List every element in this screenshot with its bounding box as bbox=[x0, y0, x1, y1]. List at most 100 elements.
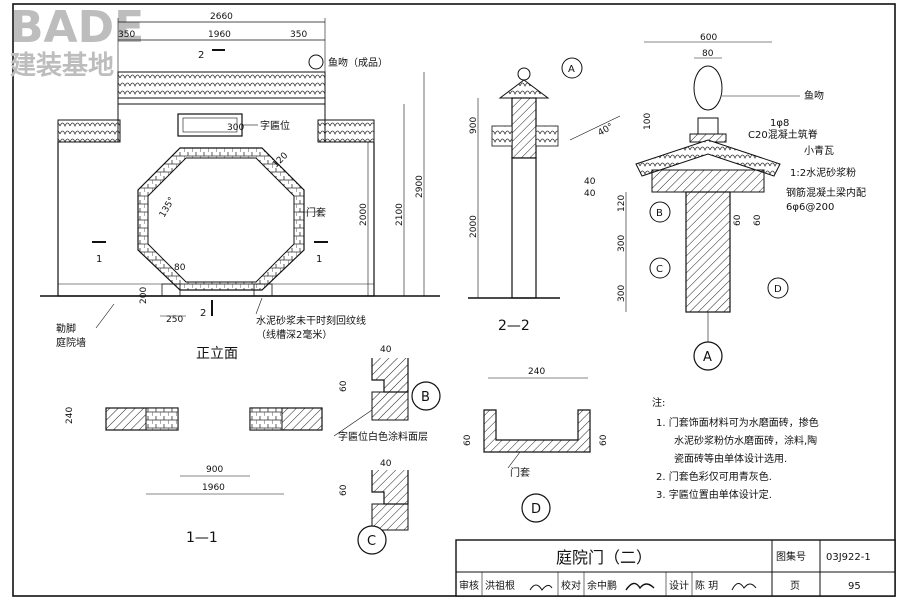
atlas-label: 图集号 bbox=[776, 550, 806, 563]
callout-b bbox=[649, 201, 671, 223]
elevation-title: 正立面 bbox=[196, 346, 238, 362]
ridge-beam-a bbox=[651, 169, 765, 193]
gate-roof bbox=[117, 71, 326, 99]
section-mark-2-top: 2 bbox=[198, 50, 204, 61]
name-designer: 陈 玥 bbox=[695, 579, 718, 592]
dim-40-b: 40 bbox=[380, 345, 392, 355]
dim-1960-top: 1960 bbox=[208, 30, 231, 40]
dim-200: 200 bbox=[139, 287, 149, 304]
logo-subtitle: 建装基地 bbox=[10, 51, 114, 81]
label-ridge: C20混凝土筑脊 bbox=[748, 128, 818, 141]
dim-60-a1: 60 bbox=[733, 214, 743, 226]
dim-60-c: 60 bbox=[339, 484, 349, 496]
dim-2900: 2900 bbox=[415, 175, 425, 198]
label-beam-1: 钢筋混凝土梁内配 bbox=[786, 186, 866, 199]
fish-kiss-detail bbox=[693, 65, 723, 111]
dim-2660: 2660 bbox=[210, 12, 233, 22]
logo-brand: BADE bbox=[10, 2, 144, 53]
note-line-5: 3. 字匾位置由单体设计定. bbox=[656, 488, 772, 501]
callout-a-ref-text: A bbox=[568, 64, 575, 75]
detail-a: 600 80 鱼吻 1φ8 C20混凝土筑脊 100 小青瓦 1:2水泥砂浆粉 … bbox=[569, 33, 866, 371]
dim-slope: 40° bbox=[597, 122, 616, 139]
section-1-1-title: 1—1 bbox=[186, 530, 218, 546]
atlas-number: 03J922-1 bbox=[826, 552, 871, 563]
gate-post-a bbox=[685, 191, 731, 313]
name-checker: 余中鹏 bbox=[587, 579, 617, 592]
detail-a-title: A bbox=[703, 350, 712, 365]
detail-d: 240 60 60 门套 D bbox=[463, 367, 609, 523]
callout-b-text: B bbox=[656, 208, 663, 219]
label-tile: 小青瓦 bbox=[804, 144, 834, 157]
dim-300-a1: 300 bbox=[617, 235, 627, 252]
drawing-title: 庭院门（二） bbox=[556, 548, 652, 567]
note-line-4: 2. 门套色彩仅可用青灰色. bbox=[656, 470, 772, 483]
dim-350-left: 350 bbox=[118, 30, 135, 40]
dim-900-s11: 900 bbox=[206, 465, 223, 475]
sheet-border bbox=[12, 3, 896, 597]
signature-reviewer bbox=[529, 584, 553, 591]
dim-120-a: 120 bbox=[617, 195, 627, 212]
detail-c-callout bbox=[357, 525, 387, 555]
role-design: 设计 bbox=[669, 579, 689, 592]
title-block: 庭院门（二） 图集号 03J922-1 页 95 审核 洪祖根 校对 余中鹏 设… bbox=[455, 539, 896, 597]
front-elevation: 2660 350 1960 350 2 鱼吻（成品） 300 字匾位 135° … bbox=[40, 12, 440, 362]
callout-d-text: D bbox=[774, 284, 782, 295]
dim-2000-sec: 2000 bbox=[469, 215, 479, 238]
dim-80-a: 80 bbox=[702, 49, 714, 59]
dim-120-frame: 120 bbox=[271, 151, 290, 170]
detail-d-callout bbox=[521, 493, 551, 523]
notes: 注: 1. 门套饰面材料可为水磨面砖，掺色 水泥砂浆粉仿水磨面砖，涂料,陶 瓷面… bbox=[652, 396, 819, 501]
detail-b: 40 60 B 字匾位白色涂料面层 bbox=[333, 345, 441, 443]
dim-40-c: 40 bbox=[380, 459, 392, 469]
label-plaque-coat: 字匾位白色涂料面层 bbox=[338, 430, 428, 443]
label-door-frame: 门套 bbox=[306, 206, 326, 219]
dim-40-a1: 40 bbox=[584, 177, 596, 187]
detail-b-callout bbox=[411, 381, 441, 411]
right-wall-roof bbox=[317, 119, 375, 143]
dim-240-d: 240 bbox=[528, 367, 545, 377]
signature-checker bbox=[625, 582, 655, 591]
section-2-2: 900 2000 A 2—2 bbox=[468, 57, 583, 334]
page-label: 页 bbox=[790, 580, 800, 592]
dim-600: 600 bbox=[700, 33, 717, 43]
label-door-frame-d: 门套 bbox=[510, 466, 530, 479]
label-fish-kiss-a: 鱼吻 bbox=[804, 89, 824, 102]
detail-c-title: C bbox=[367, 534, 376, 549]
note-line-3: 瓷面砖等由单体设计选用. bbox=[674, 452, 787, 465]
dim-80: 80 bbox=[174, 263, 186, 273]
label-mortar: 1:2水泥砂浆粉 bbox=[790, 166, 856, 179]
label-groove-note-1: 水泥砂浆未干时刻回纹线 bbox=[256, 314, 366, 327]
detail-c: 40 60 C bbox=[339, 459, 409, 555]
page-number: 95 bbox=[848, 581, 861, 592]
label-courtyard-wall: 庭院墙 bbox=[56, 336, 86, 349]
label-fish-kiss: 鱼吻（成品） bbox=[328, 56, 388, 69]
dim-60-d2: 60 bbox=[599, 434, 609, 446]
notes-heading: 注: bbox=[652, 396, 665, 409]
logo: BADE 建装基地 bbox=[10, 2, 144, 81]
signature-designer bbox=[731, 583, 757, 591]
dim-900: 900 bbox=[469, 117, 479, 134]
note-line-1: 1. 门套饰面材料可为水磨面砖，掺色 bbox=[656, 416, 819, 429]
fish-kiss-ornament bbox=[308, 54, 324, 70]
dim-250: 250 bbox=[166, 315, 183, 325]
detail-b-title: B bbox=[421, 390, 430, 405]
section-2-2-title: 2—2 bbox=[498, 318, 530, 334]
role-check: 校对 bbox=[561, 579, 581, 592]
callout-a-ref bbox=[561, 57, 583, 79]
dim-350-right: 350 bbox=[290, 30, 307, 40]
dim-300-a2: 300 bbox=[617, 285, 627, 302]
label-plaque: 字匾位 bbox=[260, 119, 290, 132]
dim-60-d1: 60 bbox=[463, 434, 473, 446]
dim-240-s11: 240 bbox=[65, 407, 75, 424]
label-beam-2: 6φ6@200 bbox=[786, 202, 834, 213]
octagonal-door-opening bbox=[147, 157, 295, 283]
dim-40-a2: 40 bbox=[584, 189, 596, 199]
dim-100: 100 bbox=[643, 113, 653, 130]
section-mark-1-left: 1 bbox=[96, 254, 102, 265]
roof-tiles-a bbox=[635, 139, 781, 177]
label-groove-note-2: （线槽深2毫米） bbox=[256, 328, 332, 341]
note-line-2: 水泥砂浆粉仿水磨面砖，涂料,陶 bbox=[674, 434, 817, 447]
callout-c-text: C bbox=[656, 264, 663, 275]
section-mark-1-right: 1 bbox=[316, 254, 322, 265]
